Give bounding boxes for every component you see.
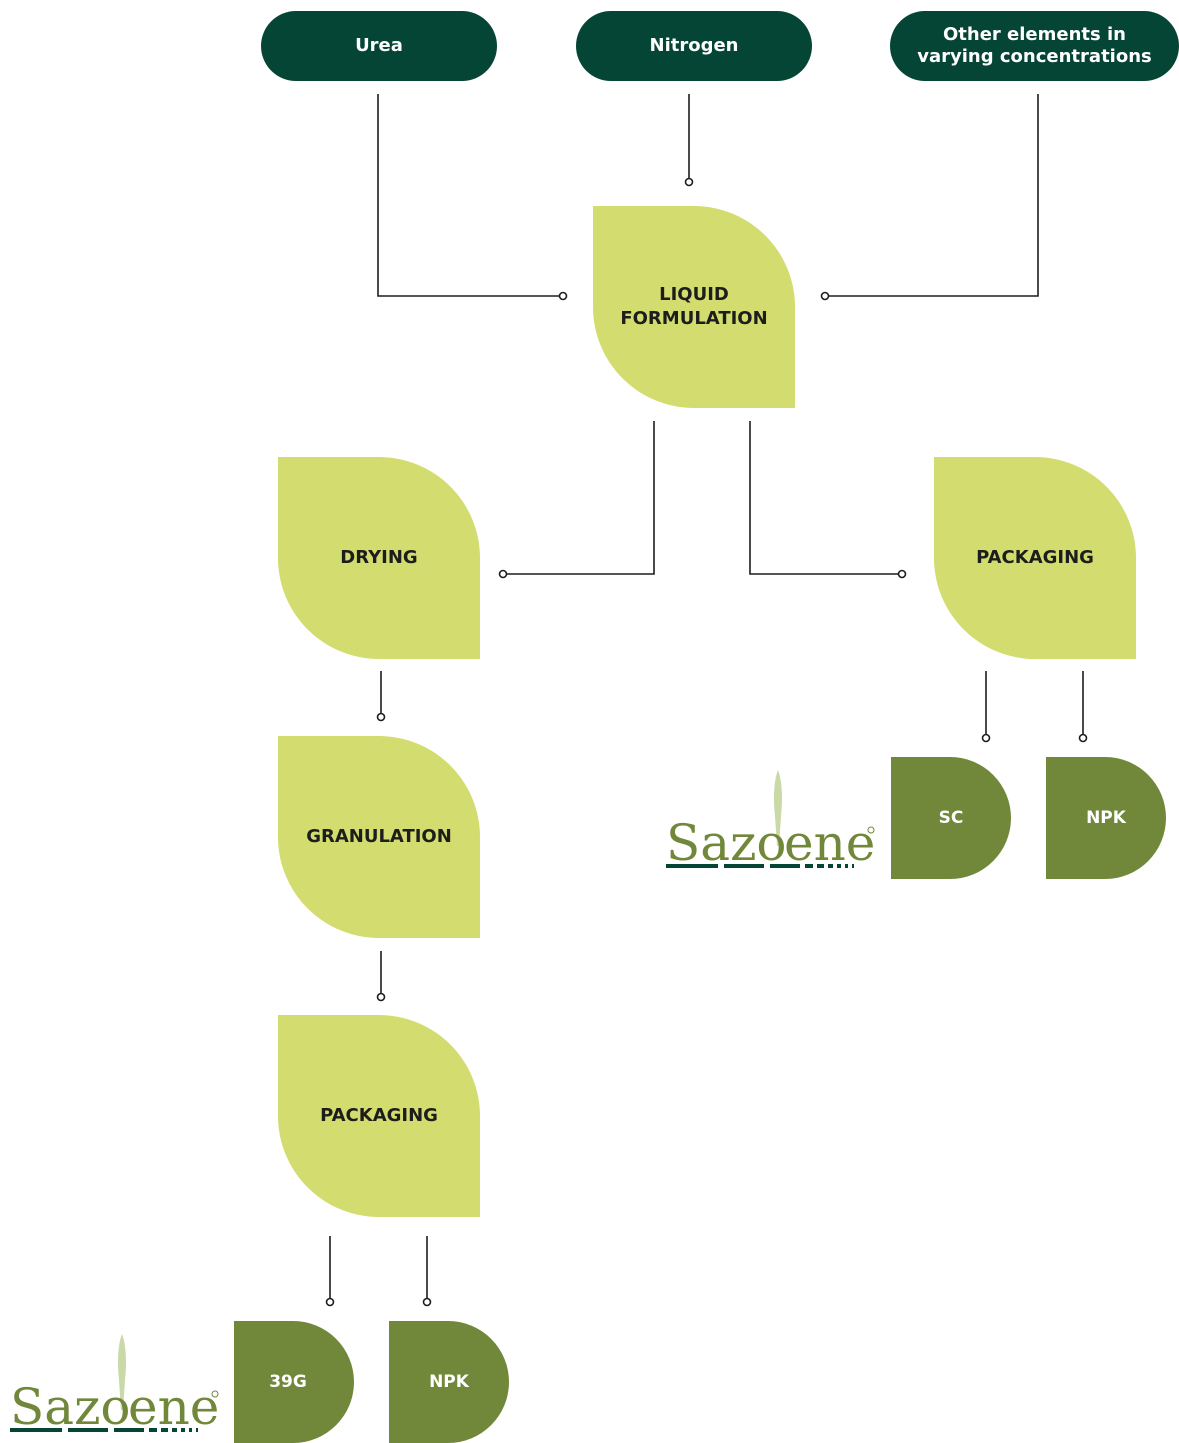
step-packaging-left: PACKAGING [278,1015,480,1217]
step-drying-label: DRYING [340,547,418,568]
product-npk-right: NPK [1046,757,1166,879]
product-39g: 39G [234,1321,354,1443]
sazolene-logo: Sazo ene [666,770,875,872]
input-urea: Urea [261,11,497,81]
connector-urea [377,94,559,297]
connector-dot [1078,733,1088,743]
connector-dot [684,177,694,187]
connector-dot [325,1297,335,1307]
connector-other-elements [829,94,1039,297]
connector-dot [897,569,907,579]
svg-text:ene: ene [128,1378,219,1436]
svg-text:Sazo: Sazo [10,1378,131,1436]
step-liquid-formulation: LIQUID FORMULATION [593,206,795,408]
product-npk-left: NPK [389,1321,509,1443]
step-granulation-label: GRANULATION [306,826,452,847]
connector-dot [498,569,508,579]
input-other-elements: Other elements in varying concentrations [890,11,1179,81]
connector-dot [981,733,991,743]
step-drying: DRYING [278,457,480,659]
svg-text:Sazo: Sazo [666,814,787,872]
product-sc: SC [891,757,1011,879]
svg-text:ene: ene [784,814,875,872]
connector-dot [376,712,386,722]
connector-dot [558,291,568,301]
step-packaging-left-label: PACKAGING [320,1105,438,1126]
connector-to-drying [507,421,655,575]
connector-dot [422,1297,432,1307]
product-39g-label: 39G [269,1372,307,1392]
connector-dot [376,992,386,1002]
product-npk-left-label: NPK [429,1372,469,1392]
step-packaging-right: PACKAGING [934,457,1136,659]
product-npk-right-label: NPK [1086,808,1126,828]
step-packaging-right-label: PACKAGING [976,547,1094,568]
connector-to-packaging-right [749,421,898,575]
connector-dot [820,291,830,301]
step-liquid-formulation-label: LIQUID FORMULATION [620,284,768,329]
step-granulation: GRANULATION [278,736,480,938]
input-nitrogen: Nitrogen [576,11,812,81]
product-sc-label: SC [938,808,964,828]
sazolene-logo: Sazo ene [10,1334,219,1436]
